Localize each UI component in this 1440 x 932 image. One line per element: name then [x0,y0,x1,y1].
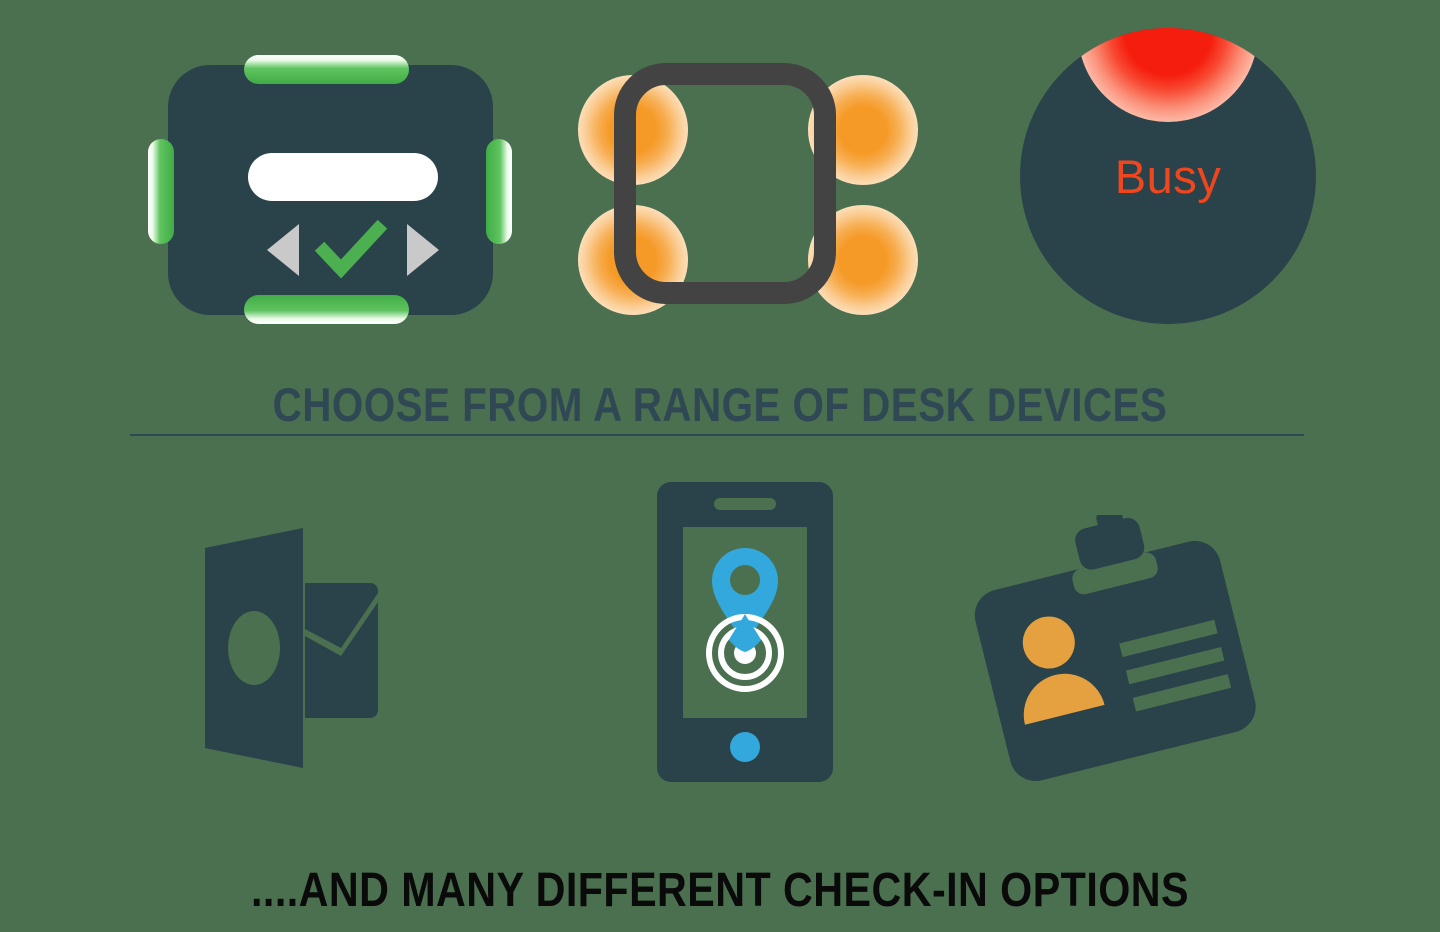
device-frame [614,63,836,304]
checkin-option-mobile-app[interactable] [657,482,833,787]
badge-person-body [1023,673,1105,725]
device-led-status-panel[interactable] [148,55,512,325]
desk-devices-row: Busy [0,0,1440,360]
led-strip-left [148,139,174,244]
device-square-frame-sensor[interactable] [578,50,918,330]
badge-person-head [1022,616,1075,669]
outlook-panel [205,528,303,768]
badge-text-line-3 [1132,674,1232,712]
left-arrow-icon[interactable] [267,224,299,276]
envelope-flap-crease [305,593,378,656]
phone-speaker-slot [714,498,776,510]
phone-body [657,482,833,782]
phone-home-button[interactable] [730,732,760,762]
puck-status-label: Busy [1114,149,1222,203]
led-strip-right [486,139,512,244]
badge-clip [1075,518,1145,570]
map-pin-icon [712,548,778,645]
section-divider [130,434,1304,436]
checkmark-icon[interactable] [314,219,388,279]
device-control-glyphs [267,219,439,279]
envelope-flap-top [305,583,378,600]
led-strip-bottom [244,295,409,324]
badge-text-line-1 [1119,619,1218,658]
right-arrow-icon[interactable] [407,224,439,276]
device-busy-puck[interactable]: Busy [1020,28,1316,324]
badge-text-line-2 [1125,646,1225,685]
map-pin-tip [729,614,761,652]
device-body [168,65,493,315]
led-strip-top [244,55,409,84]
id-badge-icon [974,507,1256,782]
phone-location-icon [657,482,833,782]
puck-body [1020,28,1316,324]
checkin-options-row [0,470,1440,830]
badge-clip-slot [1072,552,1158,595]
checkin-option-outlook[interactable] [205,528,495,773]
device-controls[interactable] [263,219,443,280]
checkin-options-heading: ....AND MANY DIFFERENT CHECK-IN OPTIONS [251,864,1189,917]
device-display-screen [248,153,438,201]
map-pin-hole [730,565,760,595]
badge-card [974,540,1256,782]
checkin-option-id-badge[interactable] [955,507,1275,810]
desk-devices-heading: CHOOSE FROM A RANGE OF DESK DEVICES [272,378,1168,431]
outlook-icon [205,528,378,768]
